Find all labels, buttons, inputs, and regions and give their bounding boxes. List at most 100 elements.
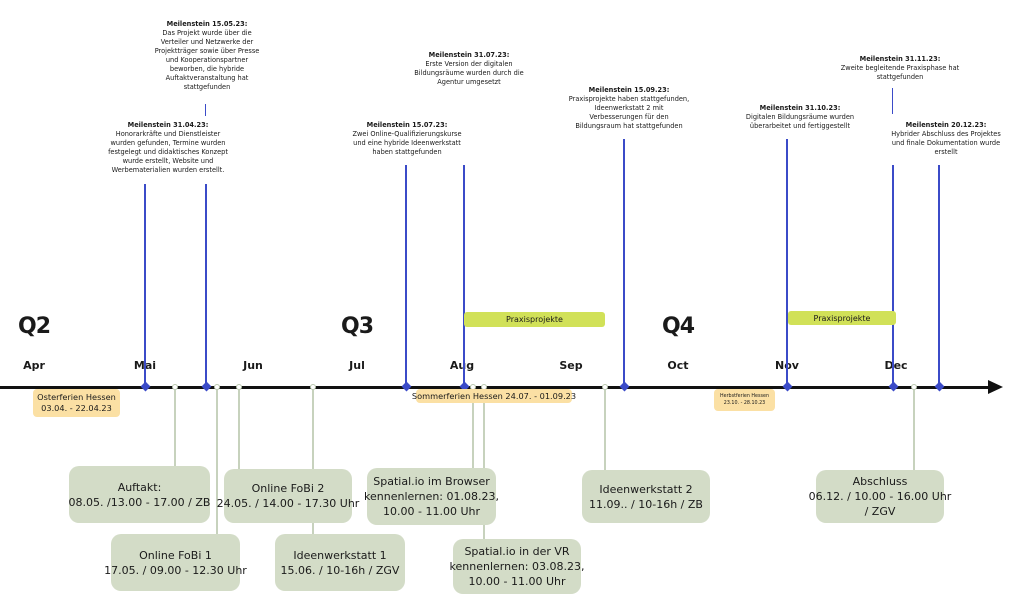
milestone-line <box>205 184 207 387</box>
holiday-line: Herbstferien Hessen <box>720 394 769 399</box>
milestone-line: Praxisprojekte haben stattgefunden, <box>568 95 690 103</box>
holiday-line: 03.04. - 22.04.23 <box>41 403 112 413</box>
milestone-line: Hybrider Abschluss des Projektes <box>891 130 1001 138</box>
milestone-line <box>144 184 146 387</box>
milestone-note: Meilenstein 15.07.23:Zwei Online-Qualifi… <box>352 121 461 157</box>
milestone-line: Zwei Online-Qualifizierungskurse <box>352 130 462 138</box>
quarter-label: Q2 <box>18 314 51 339</box>
milestone-note: Meilenstein 31.11.23:Zweite begleitende … <box>841 55 959 82</box>
milestone-note: Meilenstein 15.05.23:Das Projekt wurde ü… <box>155 20 260 92</box>
event-connector <box>174 390 176 466</box>
milestone-title: Meilenstein 31.07.23: <box>428 51 510 59</box>
milestone-note: Meilenstein 15.09.23:Praxisprojekte habe… <box>569 86 689 131</box>
holiday-line: Osterferien Hessen <box>37 392 116 402</box>
event-line: 06.12. / 10.00 - 16.00 Uhr <box>808 490 952 503</box>
month-label: Dec <box>884 359 908 372</box>
event-line: Ideenwerkstatt 2 <box>599 482 693 496</box>
holiday-line: Sommerferien Hessen 24.07. - 01.09.23 <box>411 390 577 401</box>
milestone-title: Meilenstein 15.05.23: <box>166 20 248 28</box>
month-label: Aug <box>449 359 475 372</box>
holiday-line: 23.10. - 28.10.23 <box>723 401 766 406</box>
milestone-title: Meilenstein 31.10.23: <box>759 104 841 112</box>
milestone-line: und finale Dokumentation wurde <box>891 139 1001 147</box>
milestone-title: Meilenstein 20.12.23: <box>905 121 987 129</box>
milestone-marker <box>401 381 411 392</box>
milestone-marker <box>140 381 150 392</box>
event-line: kennenlernen: 01.08.23, <box>364 490 499 503</box>
event-marker <box>236 384 242 390</box>
milestone-line: Verbesserungen für den <box>589 113 669 121</box>
event-connector <box>483 390 485 539</box>
milestone-note: Meilenstein 31.07.23:Erste Version der d… <box>414 51 523 87</box>
milestone-line: Auftaktveranstaltung hat <box>165 74 249 82</box>
milestone-line: wurden gefunden, Termine wurden <box>110 139 226 147</box>
event-connector <box>312 390 314 534</box>
milestone-line <box>463 165 465 387</box>
event-line: Online FoBi 1 <box>139 548 212 562</box>
milestone-marker <box>619 381 629 392</box>
milestone-marker <box>201 381 211 392</box>
event-connector <box>604 390 606 470</box>
milestone-marker <box>782 381 792 392</box>
milestone-line: stattgefunden <box>876 73 924 81</box>
milestone-line: Verteiler und Netzwerke der <box>160 38 254 46</box>
milestone-line <box>405 165 407 387</box>
holiday-box: Sommerferien Hessen 24.07. - 01.09.23 <box>412 389 576 403</box>
milestone-line: Digitalen Bildungsräume wurden <box>745 113 855 121</box>
event-text: Auftakt:08.05. /13.00 - 17.00 / ZB <box>69 480 211 510</box>
event-marker <box>911 384 917 390</box>
milestone-marker <box>888 381 898 392</box>
event-line: 10.00 - 11.00 Uhr <box>383 505 480 518</box>
milestone-text: Praxisprojekte haben stattgefunden,Ideen… <box>569 95 689 131</box>
milestone-line: überarbeitet und fertiggestellt <box>749 122 851 130</box>
milestone-line: Honorarkräfte und Dienstleister <box>115 130 221 138</box>
event-marker <box>172 384 178 390</box>
milestone-line <box>892 165 894 387</box>
milestone-line: Ideenwerkstatt 2 mit <box>594 104 664 112</box>
praxis-bar: Praxisprojekte <box>464 312 605 327</box>
event-line: Auftakt: <box>117 480 162 494</box>
holiday-box: Herbstferien Hessen 23.10. - 28.10.23 <box>714 389 775 411</box>
event-marker <box>214 384 220 390</box>
event-line: 24.05. / 14.00 - 17.30 Uhr <box>216 497 360 510</box>
event-line: 10.00 - 11.00 Uhr <box>468 575 566 588</box>
event-line: Ideenwerkstatt 1 <box>293 548 387 562</box>
event-line: Abschluss <box>852 475 908 488</box>
milestone-marker <box>934 381 944 392</box>
holiday-text: Herbstferien Hessen 23.10. - 28.10.23 <box>720 393 769 407</box>
timeline-axis <box>0 386 992 389</box>
event-line: 08.05. /13.00 - 17.00 / ZB <box>68 495 211 509</box>
quarter-label: Q3 <box>341 314 374 339</box>
milestone-line: Zweite begleitende Praxisphase hat <box>840 64 960 72</box>
milestone-title: Meilenstein 15.07.23: <box>366 121 448 129</box>
month-label: Jun <box>243 359 263 372</box>
milestone-title: Meilenstein 31.11.23: <box>859 55 941 63</box>
milestone-line: festgelegt und didaktisches Konzept <box>108 148 228 156</box>
quarter-label: Q4 <box>662 314 695 339</box>
event-line: 17.05. / 09.00 - 12.30 Uhr <box>104 563 247 577</box>
month-label: Apr <box>23 359 45 372</box>
milestone-note: Meilenstein 31.10.23:Digitalen Bildungsr… <box>746 104 854 131</box>
milestone-line <box>938 165 940 387</box>
milestone-line: Erste Version der digitalen <box>425 60 513 68</box>
milestone-line: stattgefunden <box>183 83 231 91</box>
